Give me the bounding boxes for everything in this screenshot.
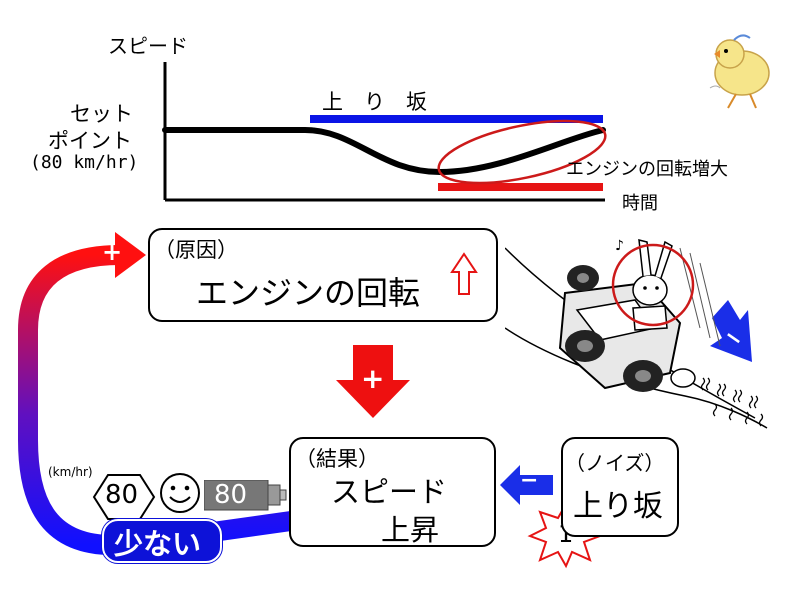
setpoint-diamond-value: 80: [105, 480, 139, 510]
noise-minus-arrow: [500, 465, 553, 505]
setpoint-label-line1: セット: [70, 102, 133, 126]
unit-label: (km/hr): [48, 465, 93, 479]
down-plus-sign: +: [361, 362, 385, 395]
engine-bar: [438, 183, 603, 191]
speed-meter-value: 80: [214, 480, 248, 510]
less-label: 少ない: [114, 527, 202, 561]
cause-label: エンジンの回転: [196, 274, 421, 312]
cause-box: （原因） エンジンの回転: [148, 228, 498, 322]
car-rabbit-icon: ♪: [505, 238, 768, 429]
cause-heading: （原因）: [154, 238, 238, 262]
less-badge: 少ない: [102, 519, 222, 563]
noise-minus-sign: −: [520, 468, 539, 493]
noise-heading: （ノイズ）: [565, 451, 665, 475]
svg-text:♪: ♪: [615, 238, 624, 254]
result-label-line1: スピード: [331, 475, 448, 509]
time-label: 時間: [622, 193, 658, 214]
result-box: （結果） スピード 上昇: [289, 437, 496, 547]
down-plus-arrow: [336, 345, 410, 418]
engine-increase-label: エンジンの回転増大: [566, 159, 728, 180]
result-heading: （結果）: [295, 447, 379, 471]
speed-meter-icon: [204, 480, 287, 511]
engine-increase-ellipse: [437, 119, 607, 185]
setpoint-diamond: [92, 474, 156, 520]
smiley-icon: [160, 473, 200, 513]
uphill-bar: [310, 115, 603, 123]
y-axis-label: スピード: [108, 34, 188, 58]
uphill-label: 上 り 坂: [322, 90, 427, 114]
setpoint-value: (80 km/hr): [30, 152, 139, 173]
noise-box: （ノイズ） 上り坂: [561, 437, 679, 537]
loop-arrowhead: [115, 232, 146, 278]
loop-arrow-path: [18, 245, 300, 556]
noise-label: 上り坂: [573, 489, 663, 524]
loop-plus-sign: +: [102, 238, 123, 266]
chick-icon: [709, 34, 770, 109]
setpoint-label-line2: ポイント: [48, 129, 132, 153]
car-minus-arrow: [710, 300, 752, 362]
up-arrow-icon: [450, 252, 478, 295]
result-label-line2: 上昇: [381, 513, 440, 547]
